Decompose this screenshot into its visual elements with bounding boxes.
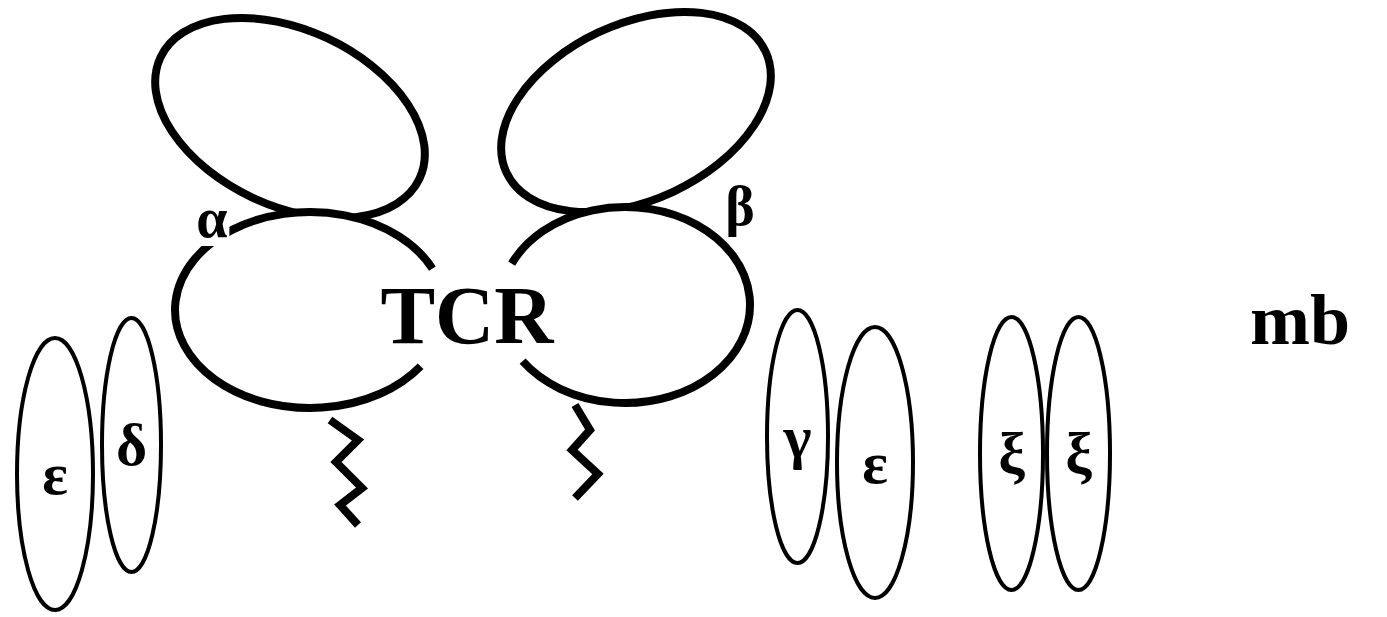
cd3-chain-ellipse: γ (765, 308, 830, 565)
cd3-chain-ellipse: ε (15, 336, 95, 612)
cd3-chain-ellipse: δ (100, 316, 163, 574)
chain-label: ξ (998, 424, 1025, 484)
cd3-chain-ellipse: ξ (978, 315, 1045, 592)
chain-label: δ (116, 415, 147, 475)
ellipse-shape (837, 327, 913, 598)
receptor-label: TCR (378, 275, 555, 357)
ellipse-shape (767, 310, 828, 563)
chain-name: β (723, 178, 757, 234)
ellipse-shape (980, 317, 1043, 590)
ellipse-shape (17, 338, 93, 610)
chain-label: ε (42, 444, 68, 504)
ellipse-shape (102, 318, 161, 572)
chain-label: ξ (1065, 424, 1092, 484)
membrane-label: mb (1248, 284, 1352, 356)
ellipse-shape (1047, 317, 1110, 590)
chain-label: ε (862, 433, 888, 493)
cd3-chain-ellipse: ξ (1045, 315, 1112, 592)
beta-transmembrane-tail (572, 405, 598, 498)
alpha-transmembrane-tail (330, 420, 362, 525)
cd3-chain-ellipse: ε (835, 325, 915, 600)
chain-name: α (194, 190, 229, 246)
chain-label: γ (783, 407, 811, 467)
